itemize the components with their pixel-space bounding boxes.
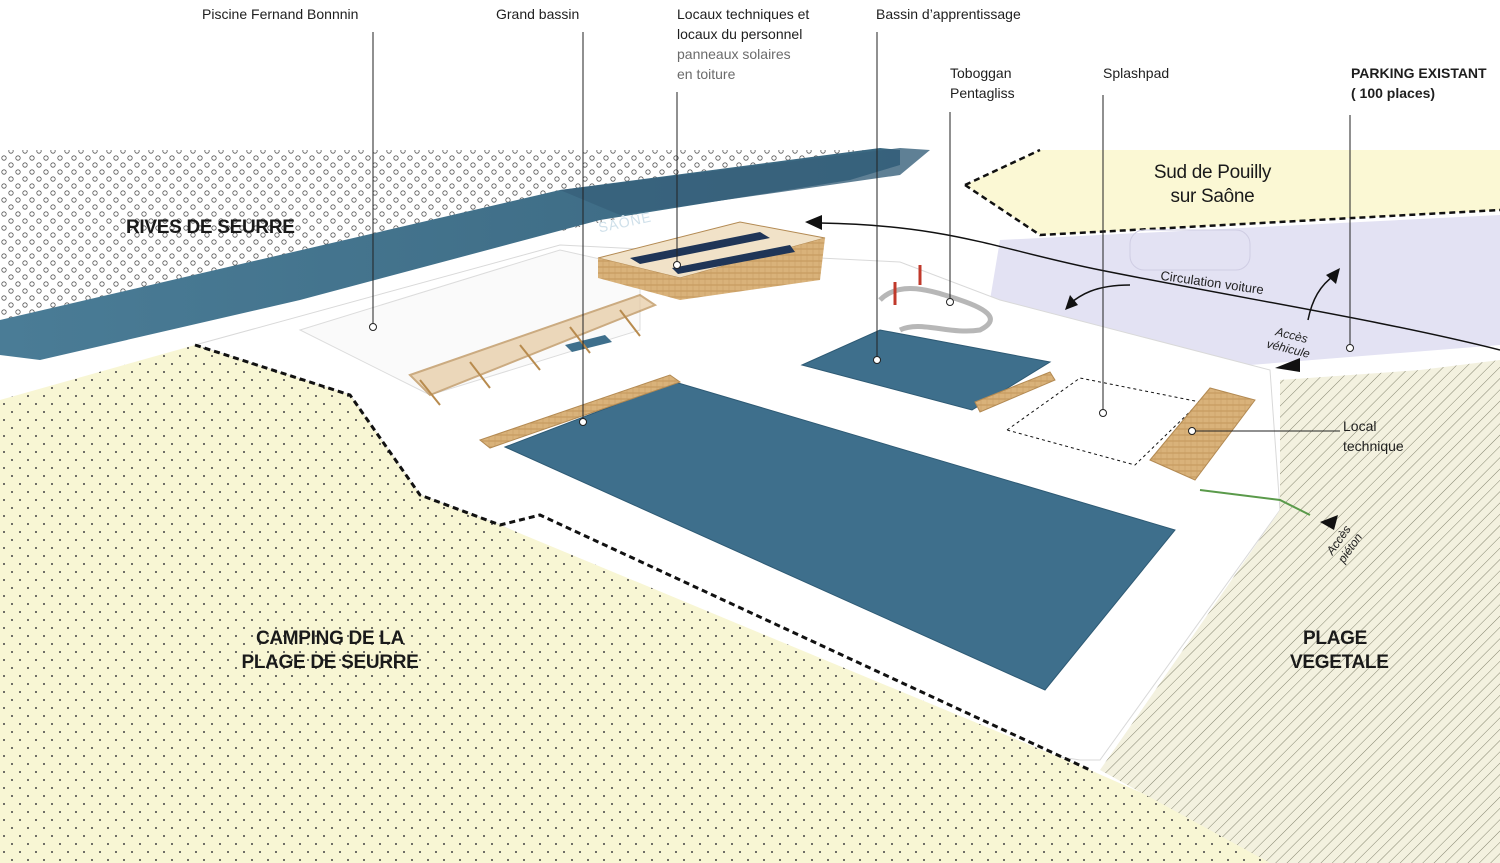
label-toboggan-line1: Toboggan — [950, 65, 1012, 81]
circulation-arrow — [805, 215, 1500, 351]
label-parking-line1: PARKING EXISTANT — [1351, 65, 1487, 81]
zone-sud-pouilly-line1: Sud de Pouilly — [1153, 162, 1272, 183]
label-grand-bassin: Grand bassin — [496, 6, 580, 22]
locaux-building — [597, 221, 826, 300]
plage-vegetale-area — [1100, 360, 1500, 863]
zone-sud-pouilly: Sud de Pouilly sur Saône — [1130, 161, 1295, 209]
label-splashpad: Splashpad — [1103, 65, 1170, 81]
toboggan — [878, 265, 993, 334]
zone-camping-line2: PLAGE DE SEURRE — [241, 652, 419, 673]
grand-bassin — [478, 374, 1176, 691]
label-bassin-apprentissage: Bassin d’apprentissage — [876, 6, 1021, 22]
acces-pieton-marker — [1320, 515, 1338, 530]
zone-plage-vegetale: PLAGE VEGETALE — [1290, 627, 1389, 675]
label-local-line1: Local — [1343, 418, 1377, 434]
zone-camping: CAMPING DE LA PLAGE DE SEURRE — [225, 627, 435, 675]
zone-rives-de-seurre: RIVES DE SEURRE — [126, 217, 295, 238]
zone-plage-line2: VEGETALE — [1290, 652, 1389, 673]
sud-de-pouilly-area — [964, 148, 1500, 237]
label-local-line2: technique — [1343, 438, 1404, 454]
label-locaux-line2: locaux du personnel — [677, 26, 803, 42]
local-technique-building — [1149, 387, 1256, 481]
camping-area — [0, 343, 1300, 863]
label-locaux-line4: en toiture — [677, 66, 736, 82]
zone-camping-line1: CAMPING DE LA — [255, 628, 405, 649]
label-toboggan-line2: Pentagliss — [950, 85, 1015, 101]
small-basin — [565, 335, 612, 352]
saone-river — [0, 148, 930, 360]
label-locaux-line1: Locaux techniques et — [677, 6, 810, 22]
zone-plage-line1: PLAGE — [1303, 628, 1367, 649]
pergola — [408, 293, 658, 406]
bassin-apprentissage — [800, 329, 1056, 413]
parking-area — [990, 215, 1500, 365]
acces-vehicule-marker — [1275, 358, 1300, 372]
label-piscine: Piscine Fernand Bonnnin — [202, 6, 359, 22]
label-parking-line2: ( 100 places) — [1351, 85, 1436, 101]
leader-lines — [369, 32, 1354, 435]
zone-sud-pouilly-line2: sur Saône — [1170, 186, 1255, 207]
label-locaux-line3: panneaux solaires — [677, 46, 791, 62]
